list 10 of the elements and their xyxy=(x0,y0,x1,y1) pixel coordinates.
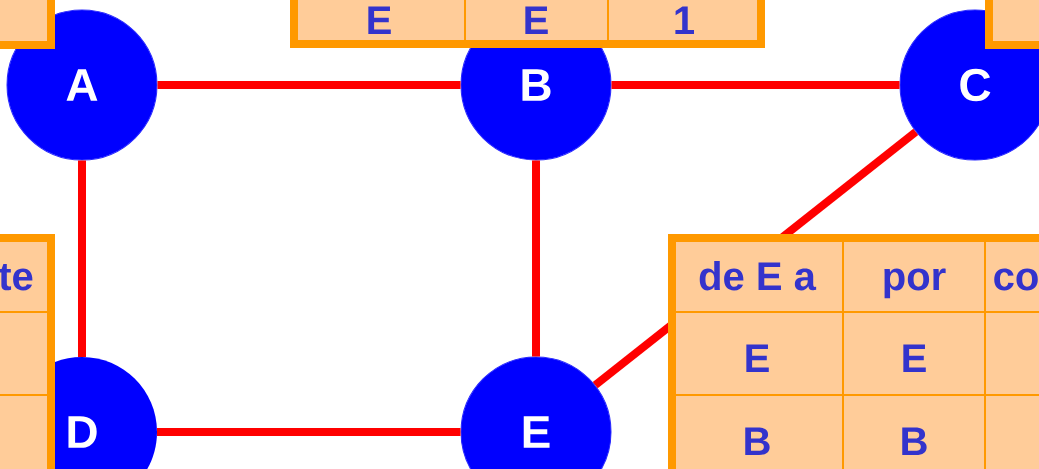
table-text: E xyxy=(746,344,769,372)
table-text: E xyxy=(368,6,391,34)
table-text: E xyxy=(525,6,548,34)
table-text: B xyxy=(902,427,927,455)
table-text: co xyxy=(994,268,1038,291)
table-text: de E a xyxy=(699,261,817,291)
table-text: B xyxy=(745,427,770,455)
table-text: por xyxy=(884,268,946,299)
table-text: 1 xyxy=(675,6,694,34)
table-text: E xyxy=(903,344,926,372)
